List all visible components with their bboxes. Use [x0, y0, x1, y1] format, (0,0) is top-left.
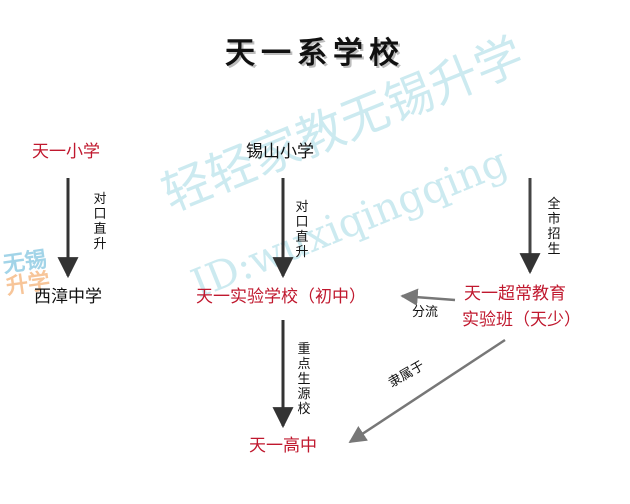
- node-xishan-primary: 锡山小学: [246, 142, 314, 162]
- node-tianyi-high: 天一高中: [249, 436, 317, 456]
- label-diversion: 分流: [412, 305, 439, 320]
- diagram-title: 天一系学校: [225, 36, 405, 71]
- node-tianyi-primary: 天一小学: [32, 142, 100, 162]
- node-gifted-class-line2: 实验班（天少）: [462, 310, 581, 330]
- arrow-gifted-to-high: [348, 338, 506, 444]
- node-tianyi-experimental: 天一实验学校（初中）: [196, 287, 366, 307]
- node-xizhang-middle: 西漳中学: [34, 287, 102, 307]
- node-gifted-class-line1: 天一超常教育: [464, 284, 566, 304]
- label-direct-left: 对口直升: [93, 192, 107, 252]
- label-citywide: 全市招生: [547, 197, 561, 257]
- arrow-gifted-to-experimental: [400, 288, 456, 306]
- label-key-source: 重点生源校: [297, 342, 311, 417]
- label-direct-mid: 对口直升: [295, 200, 309, 260]
